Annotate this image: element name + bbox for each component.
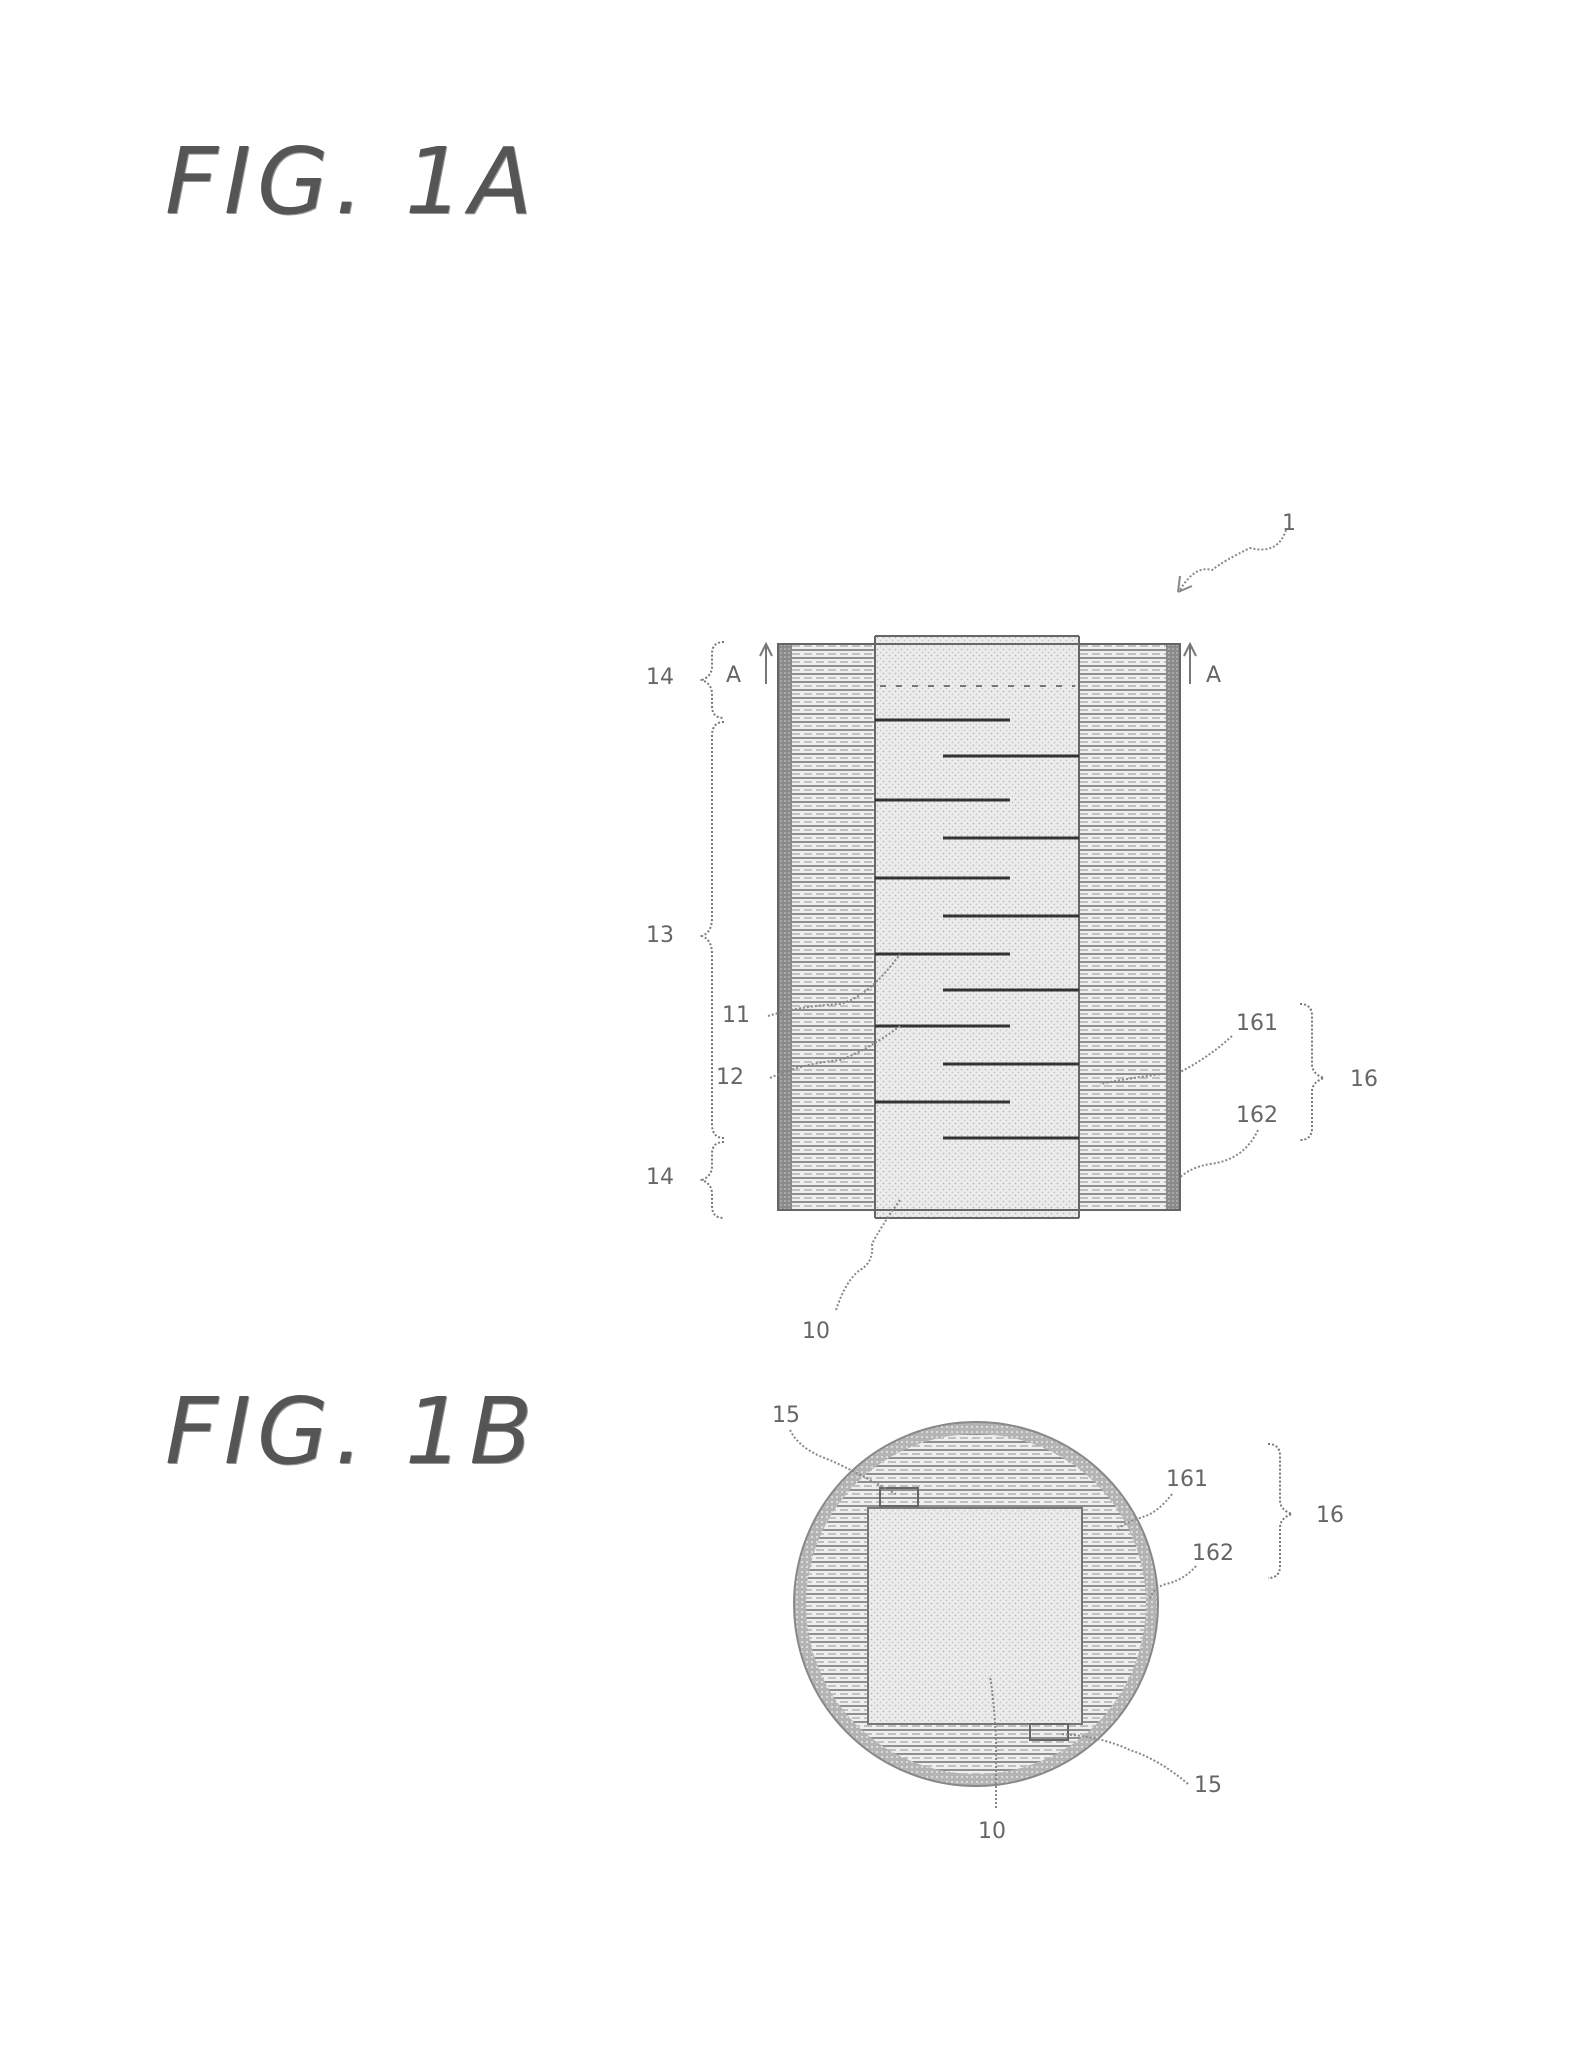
- label-region-14-top: 14: [646, 665, 674, 690]
- label-electrode-11: 11: [722, 1003, 750, 1028]
- label-layer-161-a: 161: [1236, 1011, 1278, 1036]
- label-device: 1: [1282, 511, 1296, 536]
- inner-layer-right: [1079, 644, 1166, 1210]
- label-corner-15-bottom: 15: [1194, 1773, 1222, 1798]
- label-region-13: 13: [646, 923, 674, 948]
- fig-1a-component: A A 1 14 13 14 11 12 161 162 16 10: [646, 511, 1378, 1344]
- section-arrow-right: [1184, 644, 1196, 684]
- label-layer-161-b: 161: [1166, 1467, 1208, 1492]
- outer-layer-left: [778, 644, 792, 1210]
- leader-162-a: [1174, 1130, 1258, 1184]
- label-body-10-a: 10: [802, 1319, 830, 1344]
- label-section-a-left: A: [726, 663, 741, 688]
- brace-16-b: [1268, 1444, 1292, 1578]
- label-layer-162-a: 162: [1236, 1103, 1278, 1128]
- label-layer-162-b: 162: [1192, 1541, 1234, 1566]
- label-section-a-right: A: [1206, 663, 1221, 688]
- label-electrode-12: 12: [716, 1065, 744, 1090]
- label-group-16-b: 16: [1316, 1503, 1344, 1528]
- fig-1b-cross-section: 15 15 161 162 16 10: [772, 1403, 1344, 1844]
- inner-layer-left: [792, 644, 875, 1210]
- label-corner-15-top: 15: [772, 1403, 800, 1428]
- label-body-10-b: 10: [978, 1819, 1006, 1844]
- ceramic-body-b: [868, 1508, 1082, 1724]
- ceramic-body: [875, 636, 1079, 1218]
- brace-14-top: [702, 642, 724, 718]
- brace-16-a: [1300, 1004, 1324, 1140]
- label-group-16-a: 16: [1350, 1067, 1378, 1092]
- label-region-14-bottom: 14: [646, 1165, 674, 1190]
- brace-14-bottom: [702, 1142, 724, 1218]
- outer-layer-right: [1166, 644, 1180, 1210]
- device-leader: [1180, 530, 1286, 590]
- section-arrow-left: [760, 644, 772, 684]
